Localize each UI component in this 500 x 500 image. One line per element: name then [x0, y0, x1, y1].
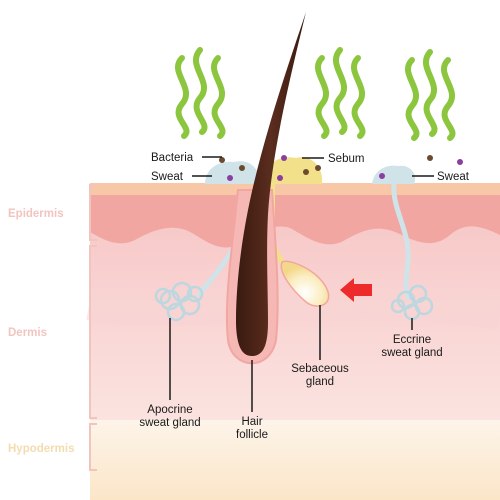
bacteria-dot: [315, 165, 321, 171]
sweat-right-label: Sweat: [437, 171, 470, 183]
sweat-blob-left: [205, 161, 259, 184]
dermis-texture: [86, 278, 500, 330]
hair-label-line2: follicle: [236, 429, 268, 441]
bacteria-dot: [457, 159, 463, 165]
odor-waves: [175, 47, 456, 141]
dermis-label: Dermis: [8, 327, 47, 339]
epidermis-label: Epidermis: [8, 208, 64, 220]
bacteria-dot: [427, 155, 433, 161]
bacteria-dot: [227, 175, 233, 181]
bacteria-dot: [277, 175, 283, 181]
bacteria-dot: [281, 155, 287, 161]
sebum-label: Sebum: [328, 153, 364, 165]
hypodermis-label: Hypodermis: [8, 443, 74, 455]
sweat-left-label: Sweat: [151, 171, 184, 183]
bacteria-label: Bacteria: [151, 152, 194, 164]
sebaceous-gland-shape: [280, 260, 330, 307]
apocrine-label-line1: Apocrine: [147, 404, 192, 416]
bacteria-dot: [219, 157, 225, 163]
bacteria-dot: [239, 165, 245, 171]
eccrine-coil: [390, 284, 434, 321]
red-arrow-icon: [340, 278, 372, 302]
hair-label-line1: Hair: [241, 416, 262, 428]
bacteria-dots: [219, 155, 463, 181]
leader-lines: [169, 156, 434, 412]
bacteria-dot: [379, 173, 385, 179]
apocrine-label-line2: sweat gland: [139, 417, 200, 429]
eccrine-label-line1: Eccrine: [393, 334, 431, 346]
layer-brackets: [89, 184, 97, 471]
hypodermis-layer: [90, 418, 500, 500]
apocrine-coil: [154, 281, 204, 322]
eccrine-duct: [391, 183, 413, 302]
sebum-blob: [262, 157, 323, 184]
hair-shaft: [236, 12, 306, 356]
skin-surface: [90, 183, 500, 195]
eccrine-label-line2: sweat gland: [381, 347, 442, 359]
sebaceous-label-line2: gland: [306, 376, 334, 388]
sweat-blob-right: [372, 165, 416, 184]
bacteria-dot: [303, 169, 309, 175]
sebaceous-label-line1: Sebaceous: [291, 363, 349, 375]
